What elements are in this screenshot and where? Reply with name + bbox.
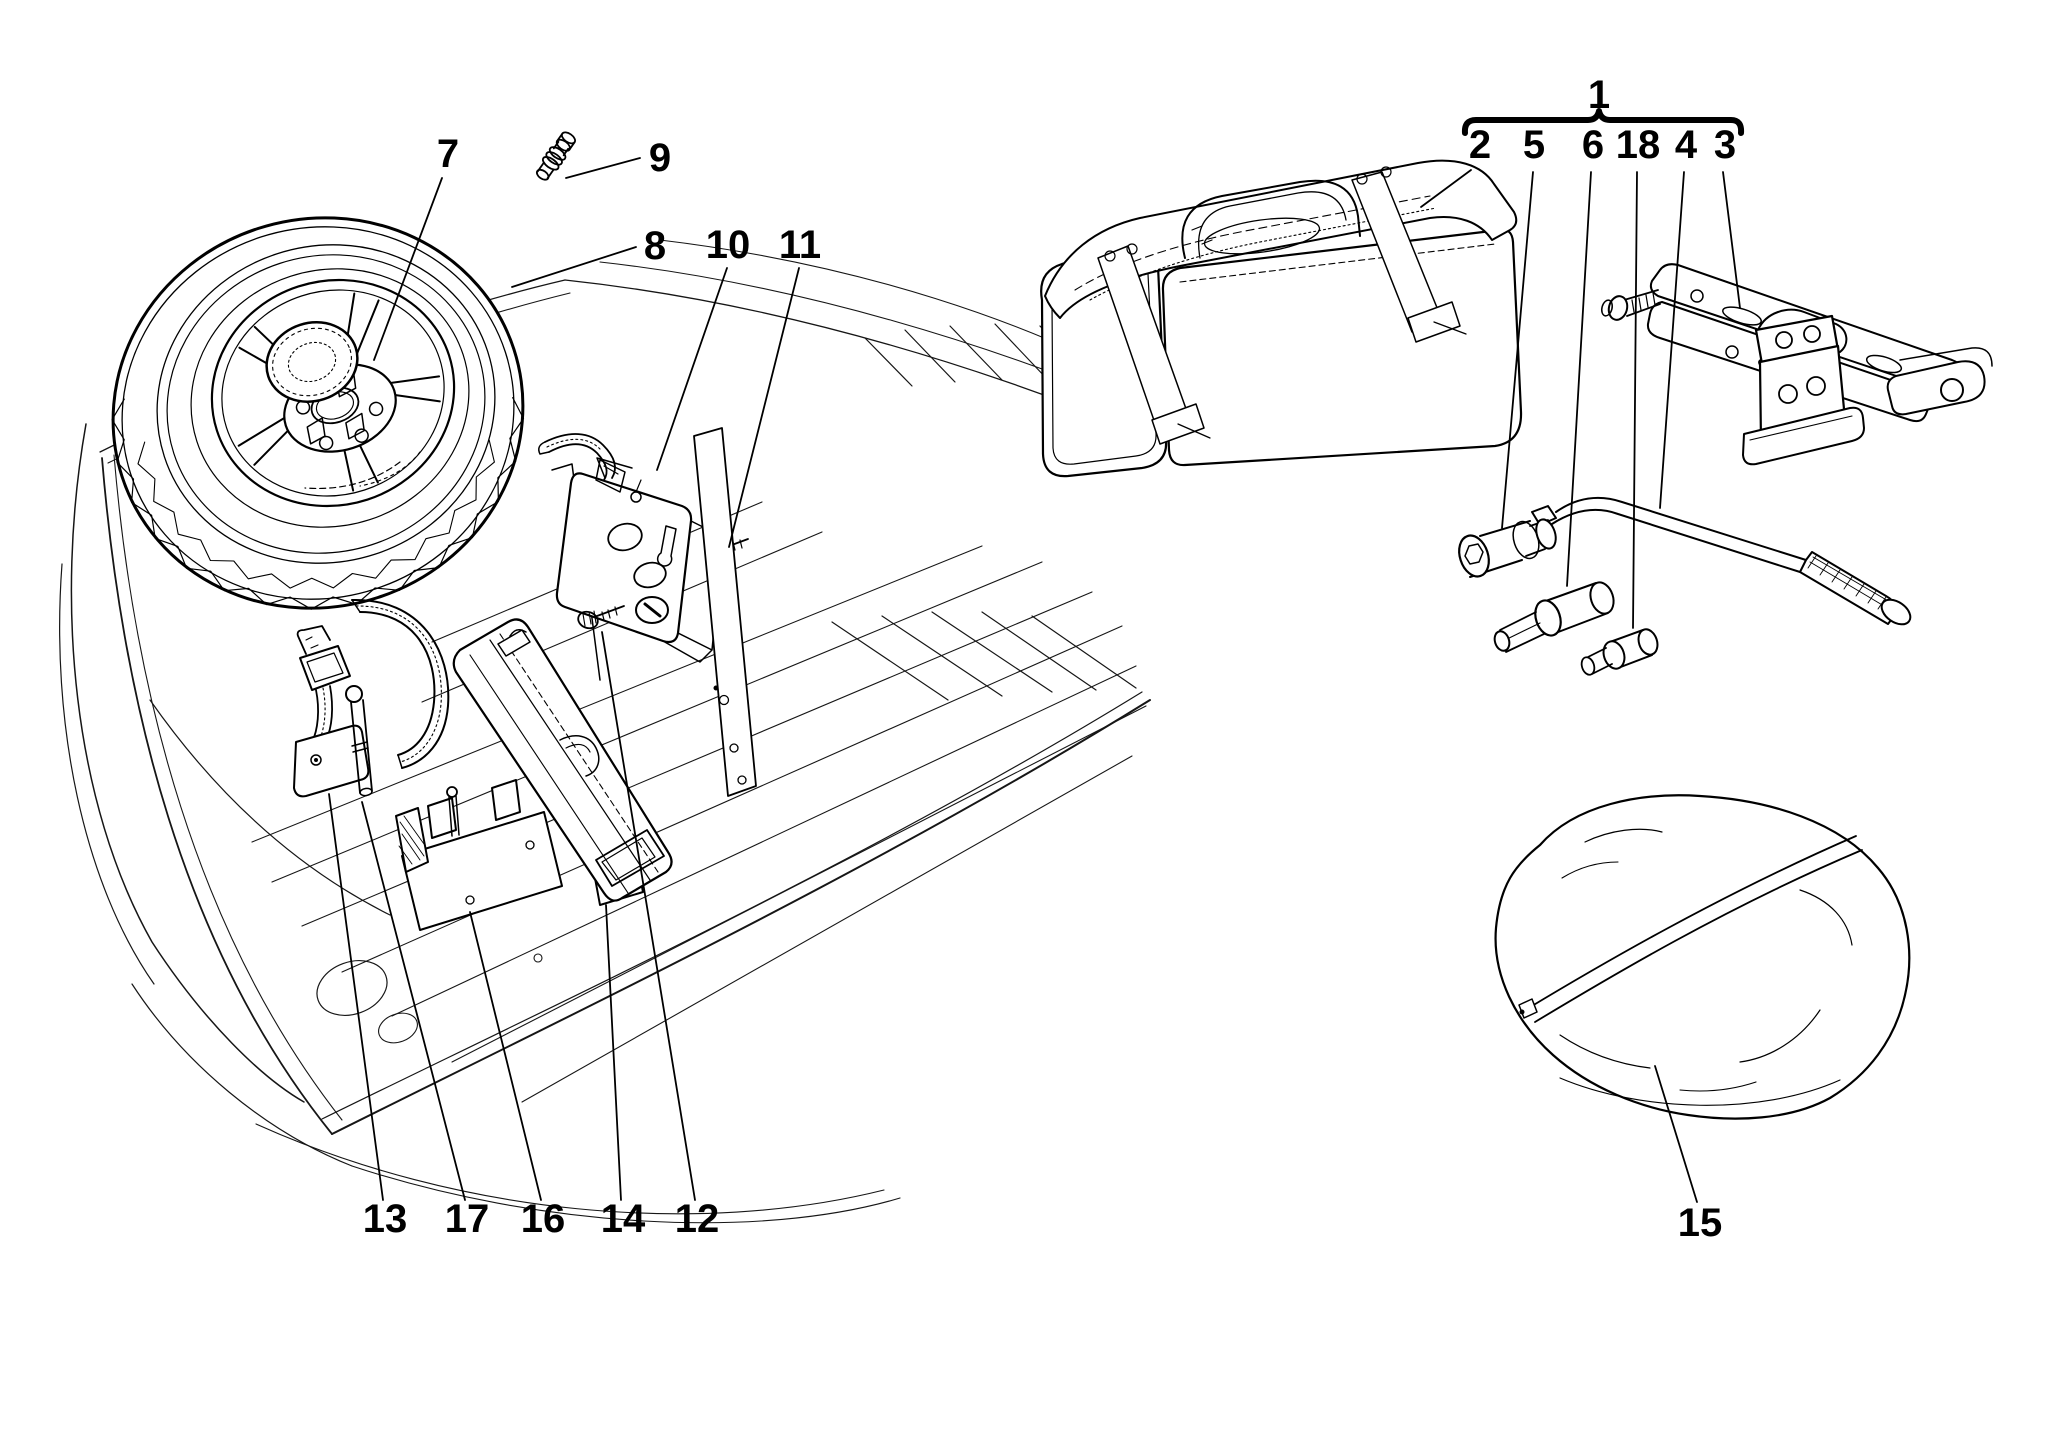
leader-line-16 — [469, 911, 542, 1201]
scissor-jack — [1600, 263, 1993, 466]
bag-strap-left — [1097, 243, 1211, 445]
valve-stem — [535, 131, 576, 181]
jack-link-end — [1886, 347, 1993, 416]
callout-16: 16 — [521, 1197, 566, 1241]
callout-7: 7 — [437, 132, 459, 176]
tire-tread-zigzag-outer — [111, 397, 525, 610]
callout-12: 12 — [675, 1197, 720, 1241]
leader-line-14 — [605, 904, 622, 1201]
jack-saddle — [1742, 308, 1865, 466]
thumb-screw-12 — [577, 605, 625, 630]
spare-wheel — [111, 216, 525, 610]
fixing-bracket-plate — [538, 433, 724, 681]
leader-line-4 — [1659, 171, 1685, 509]
leader-line-11 — [728, 267, 800, 548]
callout-11: 11 — [779, 223, 821, 267]
strap-with-buckle — [293, 598, 450, 798]
leader-line-10 — [656, 267, 728, 471]
callout-1: 1 — [1588, 73, 1610, 117]
leader-line-8 — [511, 246, 637, 288]
leader-line-17 — [361, 801, 466, 1201]
socket-18 — [1580, 628, 1659, 676]
callout-10: 10 — [706, 223, 751, 267]
leader-line-3 — [1722, 171, 1741, 309]
socket-6 — [1493, 581, 1615, 653]
wrench-grip — [1799, 551, 1912, 626]
tire-tread-zigzag-inner — [137, 439, 495, 589]
callout-15: 15 — [1678, 1201, 1723, 1245]
leader-line-2 — [1420, 169, 1472, 208]
wheel-center-cap — [265, 321, 359, 403]
upper-retaining-strap — [538, 433, 626, 493]
leader-line-12 — [601, 631, 696, 1201]
callout-8: 8 — [644, 224, 666, 268]
callout-6: 6 — [1582, 123, 1604, 167]
long-tool-box — [452, 618, 673, 902]
callout-2: 2 — [1469, 123, 1491, 167]
callout-18: 18 — [1616, 123, 1661, 167]
punched-plate — [693, 427, 757, 797]
group-brace — [1461, 108, 1745, 136]
wheel-wrench — [1531, 496, 1912, 626]
callout-9: 9 — [649, 136, 671, 180]
callout-13: 13 — [363, 1197, 408, 1241]
tool-bag — [1040, 159, 1523, 478]
leader-line-13 — [328, 793, 384, 1201]
retaining-pin-17 — [345, 685, 373, 797]
leader-lines — [328, 157, 1741, 1203]
socket-5 — [1458, 518, 1557, 578]
leader-line-7 — [373, 177, 443, 361]
callout-17: 17 — [445, 1197, 490, 1241]
callout-3: 3 — [1714, 123, 1736, 167]
leader-line-9 — [565, 157, 641, 179]
callout-5: 5 — [1523, 123, 1545, 167]
bag-handle — [1181, 179, 1361, 259]
callout-14: 14 — [601, 1197, 646, 1241]
wheel-cover-bag — [1494, 794, 1911, 1120]
jack-screw-rod — [1600, 289, 1661, 321]
hidden-outline-dashed — [304, 461, 401, 490]
bag-strap-right — [1351, 166, 1467, 343]
leader-line-6 — [1566, 171, 1592, 587]
callout-4: 4 — [1675, 123, 1698, 167]
leader-line-15 — [1654, 1065, 1698, 1203]
lower-hatch-lines — [831, 611, 1137, 701]
leader-line-18 — [1632, 171, 1638, 629]
leader-line-5 — [1501, 171, 1534, 529]
